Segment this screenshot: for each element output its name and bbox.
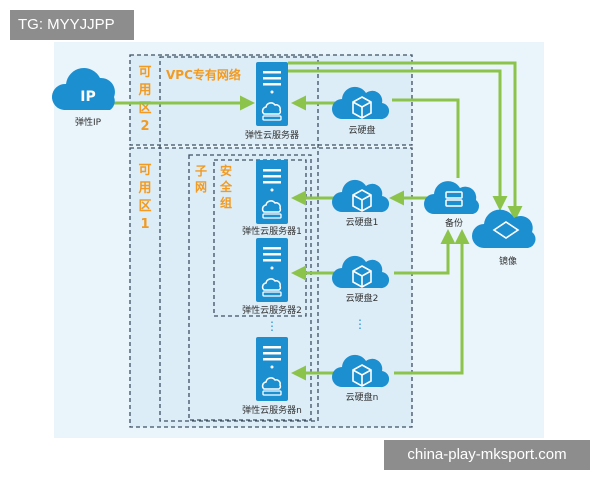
zone2-label-char: 用 [137,83,151,98]
disk-1: 云硬盘1 [331,179,390,228]
zone2-label-char: 2 [140,119,149,134]
backup: 备份 [424,181,480,229]
disk-2-label: 云硬盘2 [346,292,379,304]
server-2-label: 弹性云服务器2 [242,304,302,316]
disk-n: 云硬盘n [331,354,390,403]
elastic-ip: IP 弹性IP [51,68,115,128]
subnet-label-char: 子 [195,164,207,178]
backup-drive-icon [445,191,463,199]
mirror-label: 镜像 [499,255,517,267]
disk-2: 云硬盘2 [331,255,390,304]
zone1-label-char: 区 [138,199,151,214]
mirror-layer-icon [492,221,520,239]
mirror-image: 镜像 [472,209,536,267]
disk-top-label: 云硬盘 [348,124,375,136]
disk-top: 云硬盘 [331,86,390,136]
arrow-server-to-mirror-2 [288,69,508,211]
server-n-label: 弹性云服务器n [242,404,302,416]
disk-n-label: 云硬盘n [346,391,379,403]
server-icon [255,336,289,402]
server-top: 弹性云服务器 [245,61,299,141]
zone1-label-char: 1 [140,217,149,232]
zone1-label-char: 可 [138,163,151,178]
subnet-label-char: 网 [195,180,207,194]
ip-icon-text: IP [80,89,95,105]
arrow-disk2-to-backup [394,229,456,275]
arrow-diskn-to-backup [394,229,470,375]
backup-drive-icon [445,199,463,207]
server-1: 弹性云服务器1 [242,159,302,237]
mirror-cloud-icon [472,209,536,248]
server-1-label: 弹性云服务器1 [242,225,302,237]
server-icon [255,159,289,225]
ip-cloud-icon [51,68,115,110]
server-icon [255,61,289,127]
security-group-label-char: 安 [220,163,232,178]
server-2: 弹性云服务器2 [242,237,302,316]
servers-ellipsis: ⋮ [266,319,278,333]
disks-ellipsis: ⋮ [354,317,366,331]
disk-1-label: 云硬盘1 [346,216,379,228]
arrow-server-to-mirror [288,61,523,221]
zone2-label-char: 可 [138,65,151,80]
backup-label: 备份 [445,217,463,229]
server-top-label: 弹性云服务器 [245,129,299,141]
ip-label: 弹性IP [75,116,102,128]
line-backup-to-disk [392,98,460,178]
server-n: 弹性云服务器n [242,336,302,416]
subnet-boundary [188,154,312,421]
zone2-label-char: 区 [138,101,151,116]
server-icon [255,237,289,303]
tag-label: TG: MYYJJPP [10,10,134,40]
security-group-label-char: 全 [219,179,233,194]
watermark-label: china-play-mksport.com [384,440,590,470]
vpc-boundary [159,56,319,422]
connection-arrows [114,61,523,381]
security-group-label-char: 组 [220,195,232,210]
vpc-label: VPC专有网络 [166,67,241,82]
zone1-label-char: 用 [137,181,151,196]
